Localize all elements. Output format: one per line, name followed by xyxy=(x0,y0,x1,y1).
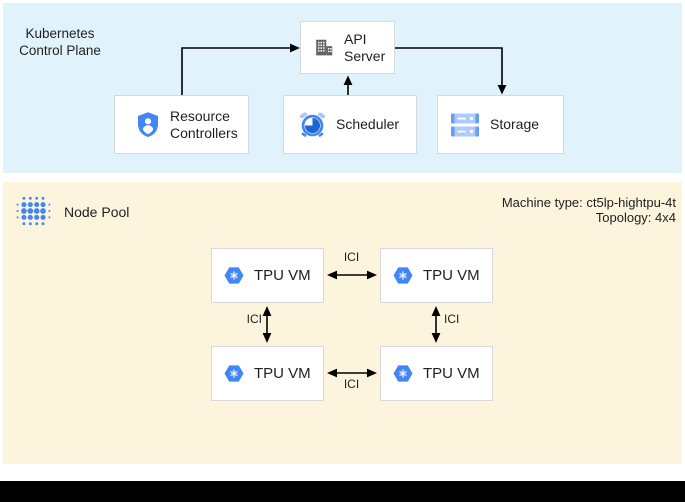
tpu-vm-node: TPU VM xyxy=(380,346,493,401)
tpu-vm-node: TPU VM xyxy=(211,248,324,303)
node-pool-panel xyxy=(3,182,682,464)
footer-bar xyxy=(0,481,685,502)
tpu-vm-node: TPU VM xyxy=(380,248,493,303)
machine-type-text: Machine type: ct5lp-hightpu-4t xyxy=(501,195,676,210)
tpu-vm-node: TPU VM xyxy=(211,346,324,401)
ici-link-label: ICI xyxy=(246,312,262,326)
ici-link-label: ICI xyxy=(343,377,360,391)
storage-node: Storage xyxy=(437,95,564,154)
gke-hexagon-gear-icon xyxy=(224,365,244,382)
node-pool-title: Node Pool xyxy=(64,204,130,220)
scheduler-label: Scheduler xyxy=(336,116,400,132)
alarm-clock-icon xyxy=(299,112,326,137)
node-pool-meta: Machine type: ct5lp-hightpu-4t Topology:… xyxy=(502,195,676,225)
api-server-node: API Server xyxy=(300,21,395,74)
resource-controllers-node: Resource Controllers xyxy=(114,95,249,154)
api-server-label: API Server xyxy=(344,30,386,64)
control-plane-title: Kubernetes Control Plane xyxy=(19,26,101,58)
tpu-vm-label: TPU VM xyxy=(423,267,480,284)
tpu-vm-label: TPU VM xyxy=(254,267,311,284)
storage-label: Storage xyxy=(490,116,540,132)
building-icon xyxy=(316,39,333,55)
shield-user-icon xyxy=(138,112,158,137)
topology-text: Topology: 4x4 xyxy=(595,210,676,225)
storage-disks-icon xyxy=(451,113,479,136)
resource-controllers-label: Resource Controllers xyxy=(170,107,238,141)
scheduler-node: Scheduler xyxy=(283,95,417,154)
dot-cluster-icon xyxy=(16,196,51,226)
tpu-vm-label: TPU VM xyxy=(423,365,480,382)
gke-hexagon-gear-icon xyxy=(393,365,413,382)
tpu-vm-label: TPU VM xyxy=(254,365,311,382)
ici-link-label: ICI xyxy=(444,312,460,326)
gke-hexagon-gear-icon xyxy=(224,267,244,284)
ici-link-label: ICI xyxy=(343,250,360,264)
gke-hexagon-gear-icon xyxy=(393,267,413,284)
